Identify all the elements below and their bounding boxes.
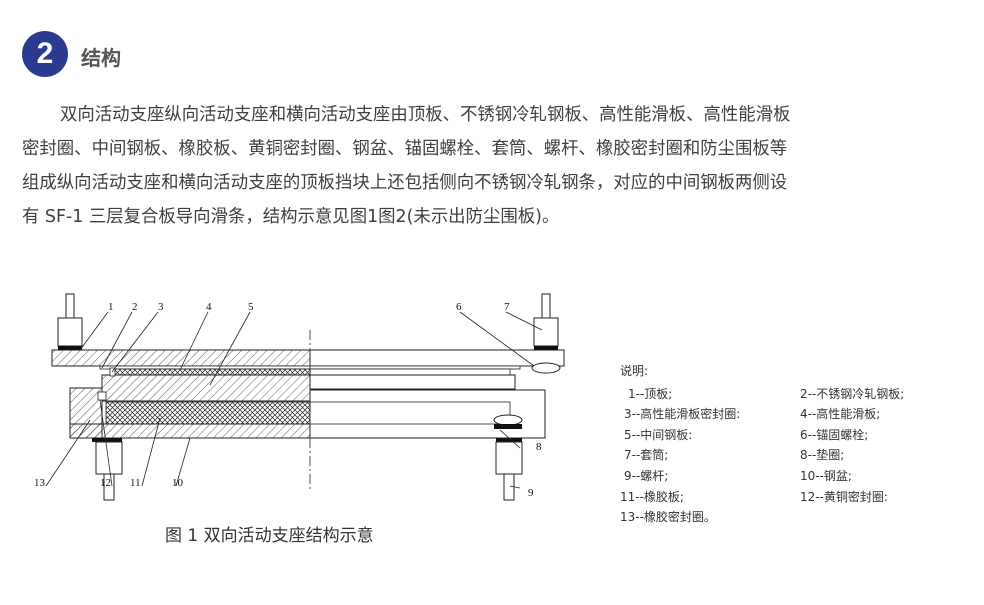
brass-seal-ring: [97, 391, 107, 401]
rubber-plate: [105, 401, 311, 425]
top-plate: [51, 349, 565, 367]
legend-item: 2--不锈钢冷轧钢板;: [800, 387, 905, 401]
label-10: 10: [172, 477, 184, 489]
label-12: 12: [100, 477, 111, 489]
legend-item: 6--锚固螺栓;: [800, 428, 869, 442]
paragraph-line: 密封圈、中间钢板、橡胶板、黄铜密封圈、钢盆、锚固螺栓、套筒、螺杆、橡胶密封圈和防…: [22, 139, 788, 159]
legend-item: 5--中间钢板:: [624, 428, 693, 442]
label-6: 6: [456, 301, 462, 313]
label-7: 7: [504, 301, 510, 313]
legend-item: 8--垫圈;: [800, 448, 845, 462]
paragraph-line: 组成纵向活动支座和横向活动支座的顶板挡块上还包括侧向不锈钢冷轧钢条，对应的中间钢…: [22, 173, 788, 193]
label-13: 13: [34, 477, 46, 489]
legend-item: 7--套筒;: [624, 448, 669, 462]
left-anchor-bolt: [57, 293, 83, 350]
right-anchor-bolt: [531, 293, 561, 374]
leader-lines: [45, 311, 543, 489]
label-5: 5: [248, 301, 254, 313]
label-11: 11: [130, 477, 141, 489]
description-paragraph: 双向活动支座纵向活动支座和横向活动支座由顶板、不锈钢冷轧钢板、高性能滑板、高性能…: [22, 98, 972, 234]
section-number-badge: 2: [22, 31, 68, 77]
paragraph-line: 有 SF-1 三层复合板导向滑条，结构示意见图1图2(未示出防尘围板)。: [22, 207, 560, 227]
legend-item: 13--橡胶密封圈。: [620, 510, 716, 524]
label-1: 1: [108, 301, 114, 313]
legend-item: 11--橡胶板;: [620, 490, 684, 504]
figure-caption: 图 1 双向活动支座结构示意: [165, 526, 374, 546]
legend-item: 9--螺杆;: [624, 469, 669, 483]
left-sleeve: [92, 438, 123, 501]
legend-item: 4--高性能滑板;: [800, 407, 881, 421]
paragraph-line: 双向活动支座纵向活动支座和横向活动支座由顶板、不锈钢冷轧钢板、高性能滑板、高性能…: [60, 105, 791, 125]
sliding-plate: [113, 368, 311, 376]
section-title: 结构: [81, 46, 121, 70]
label-3: 3: [158, 301, 164, 313]
right-sleeve: [493, 414, 523, 501]
legend-item: 10--钢盆;: [800, 469, 852, 483]
legend-item: 1--顶板;: [628, 387, 673, 401]
legend-title: 说明:: [620, 364, 649, 378]
legend-item: 3--高性能滑板密封圈:: [624, 407, 741, 421]
label-8: 8: [536, 441, 542, 453]
label-2: 2: [132, 301, 138, 313]
label-4: 4: [206, 301, 212, 313]
legend-item: 12--黄铜密封圈:: [800, 490, 888, 504]
bearing-structure-diagram: 1 2 3 4 5 6 7 8 9 10 11 12 13: [34, 293, 565, 501]
label-9: 9: [528, 487, 534, 499]
